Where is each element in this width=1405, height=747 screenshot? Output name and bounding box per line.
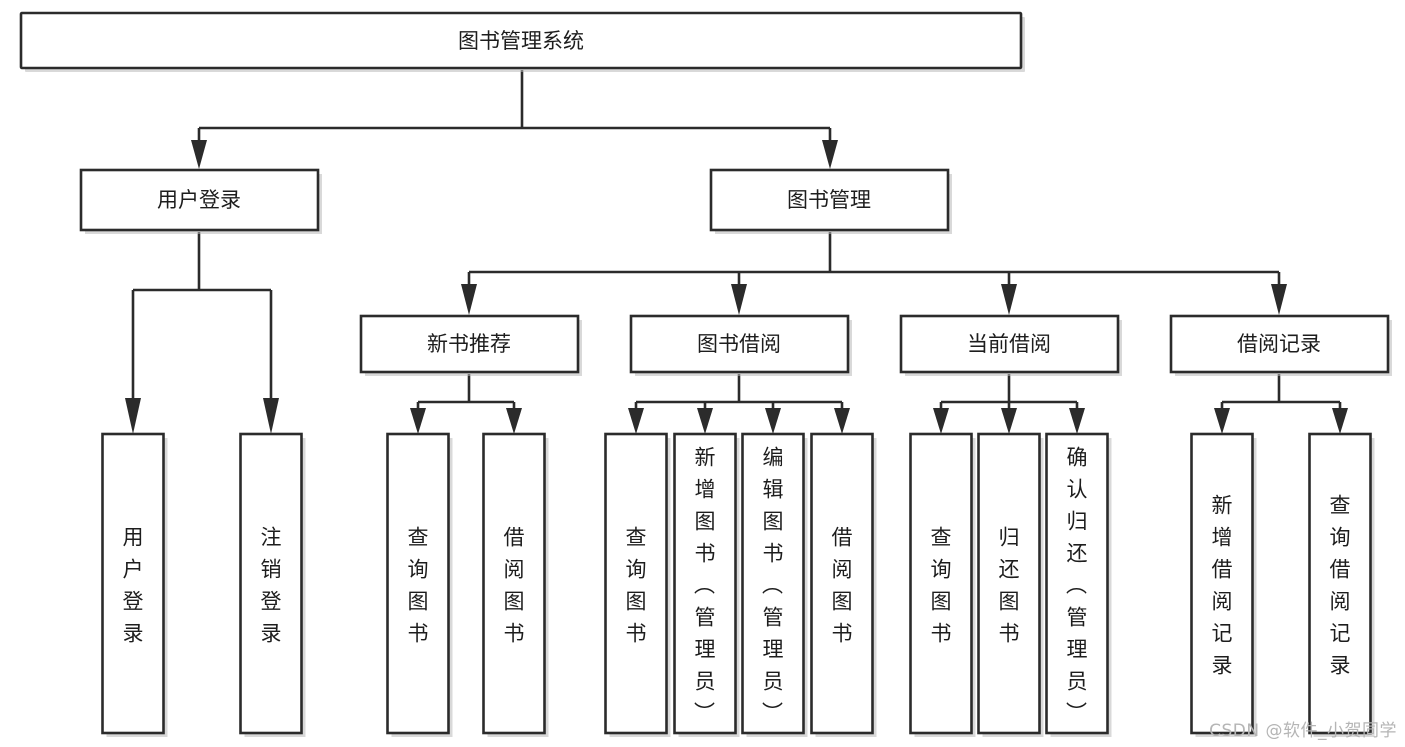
leaf-label: 确认归还（管理员） bbox=[1066, 445, 1088, 725]
leaf-label: 查询图书 bbox=[931, 525, 952, 645]
connector-layer bbox=[125, 70, 1348, 434]
arrow-head-leaf-user-login-2 bbox=[263, 398, 279, 434]
node-user-login-box[interactable] bbox=[79, 168, 320, 232]
arrow-head-current-borrow bbox=[1001, 284, 1017, 315]
arrow-head-book-borrow bbox=[731, 284, 747, 315]
arrow-head-new-book bbox=[461, 284, 477, 315]
arrow-head-leaf-user-login-1 bbox=[125, 398, 141, 434]
leaf-box[interactable] bbox=[741, 432, 805, 735]
node-root-box[interactable] bbox=[19, 11, 1023, 70]
leaf-label: 编辑图书（管理员） bbox=[762, 445, 784, 725]
node-current-borrow-label: 当前借阅 bbox=[967, 332, 1051, 356]
node-borrow-record-box[interactable] bbox=[1169, 314, 1390, 374]
leaf-box[interactable] bbox=[977, 432, 1041, 735]
node-book-manage-label: 图书管理 bbox=[787, 188, 871, 212]
node-user-login-label: 用户登录 bbox=[157, 188, 241, 212]
leaf-node-borrow-record-1[interactable]: 新增借阅记录 bbox=[1190, 432, 1257, 737]
node-borrow-record-label: 借阅记录 bbox=[1237, 332, 1321, 356]
leaf-box[interactable] bbox=[810, 432, 874, 735]
arrow-head-borrow-record bbox=[1271, 284, 1287, 315]
arrow-head-user-login bbox=[191, 140, 207, 169]
node-borrow-record[interactable]: 借阅记录 bbox=[1169, 314, 1392, 376]
leaf-label: 归还图书 bbox=[999, 525, 1020, 645]
leaf-box[interactable] bbox=[673, 432, 737, 735]
node-new-book[interactable]: 新书推荐 bbox=[359, 314, 582, 376]
watermark: CSDN @软件_小贺同学 bbox=[1209, 721, 1397, 741]
leaf-node-book-borrow-4[interactable]: 借阅图书 bbox=[810, 432, 877, 737]
node-root[interactable]: 图书管理系统 bbox=[19, 11, 1025, 72]
leaf-node-current-borrow-2[interactable]: 归还图书 bbox=[977, 432, 1044, 737]
node-user-login[interactable]: 用户登录 bbox=[79, 168, 322, 234]
node-new-book-box[interactable] bbox=[359, 314, 580, 374]
arrow-head-leaf-bookborrow-3 bbox=[765, 408, 781, 434]
arrow-head-leaf-newbook-2 bbox=[506, 408, 522, 434]
leaf-label: 查询图书 bbox=[408, 525, 429, 645]
leaf-box[interactable] bbox=[239, 432, 303, 735]
arrow-head-leaf-currentborrow-1 bbox=[933, 408, 949, 434]
leaf-node-book-borrow-3[interactable]: 编辑图书（管理员） bbox=[741, 432, 808, 737]
leaf-node-current-borrow-3[interactable]: 确认归还（管理员） bbox=[1045, 432, 1112, 737]
leaf-node-new-book-2[interactable]: 借阅图书 bbox=[482, 432, 549, 737]
leaf-label: 用户登录 bbox=[123, 525, 144, 645]
node-book-borrow-box[interactable] bbox=[629, 314, 850, 374]
leaf-label: 查询借阅记录 bbox=[1330, 493, 1351, 677]
leaf-box[interactable] bbox=[386, 432, 450, 735]
arrow-head-leaf-bookborrow-1 bbox=[628, 408, 644, 434]
leaf-node-current-borrow-1[interactable]: 查询图书 bbox=[909, 432, 976, 737]
leaf-label: 新增图书（管理员） bbox=[694, 445, 716, 725]
leaf-box[interactable] bbox=[1308, 432, 1372, 735]
arrow-head-leaf-bookborrow-2 bbox=[697, 408, 713, 434]
leaf-label: 借阅图书 bbox=[832, 525, 853, 645]
leaf-label: 注销登录 bbox=[261, 525, 282, 645]
leaf-label: 借阅图书 bbox=[504, 525, 525, 645]
leaf-box[interactable] bbox=[909, 432, 973, 735]
leaf-box[interactable] bbox=[482, 432, 546, 735]
node-book-borrow[interactable]: 图书借阅 bbox=[629, 314, 852, 376]
arrow-head-book-manage bbox=[822, 140, 838, 169]
leaf-node-user-login-2[interactable]: 注销登录 bbox=[239, 432, 306, 737]
leaf-label: 查询图书 bbox=[626, 525, 647, 645]
leaf-node-new-book-1[interactable]: 查询图书 bbox=[386, 432, 453, 737]
leaf-box[interactable] bbox=[1045, 432, 1109, 735]
node-current-borrow[interactable]: 当前借阅 bbox=[899, 314, 1122, 376]
node-new-book-label: 新书推荐 bbox=[427, 332, 511, 356]
node-book-manage[interactable]: 图书管理 bbox=[709, 168, 952, 234]
node-book-borrow-label: 图书借阅 bbox=[697, 332, 781, 356]
node-current-borrow-box[interactable] bbox=[899, 314, 1120, 374]
leaf-node-book-borrow-1[interactable]: 查询图书 bbox=[604, 432, 671, 737]
arrow-head-leaf-newbook-1 bbox=[410, 408, 426, 434]
leaf-node-user-login-1[interactable]: 用户登录 bbox=[101, 432, 168, 737]
arrow-head-leaf-bookborrow-4 bbox=[834, 408, 850, 434]
node-book-manage-box[interactable] bbox=[709, 168, 950, 232]
leaf-node-borrow-record-2[interactable]: 查询借阅记录 bbox=[1308, 432, 1375, 737]
arrow-head-leaf-currentborrow-2 bbox=[1001, 408, 1017, 434]
leaf-node-book-borrow-2[interactable]: 新增图书（管理员） bbox=[673, 432, 740, 737]
leaf-box[interactable] bbox=[101, 432, 165, 735]
arrow-head-leaf-borrowrecord-2 bbox=[1332, 408, 1348, 434]
leaf-box[interactable] bbox=[1190, 432, 1254, 735]
leaf-label: 新增借阅记录 bbox=[1212, 493, 1233, 677]
arrow-head-leaf-borrowrecord-1 bbox=[1214, 408, 1230, 434]
leaf-box[interactable] bbox=[604, 432, 668, 735]
node-root-label: 图书管理系统 bbox=[458, 29, 584, 53]
leaf-layer: 用户登录 注销登录 查询图书 借阅图书 查询图书 新增图书（管理员） 编辑图书（管理员） 借阅… bbox=[101, 432, 1375, 737]
arrow-head-leaf-currentborrow-3 bbox=[1069, 408, 1085, 434]
